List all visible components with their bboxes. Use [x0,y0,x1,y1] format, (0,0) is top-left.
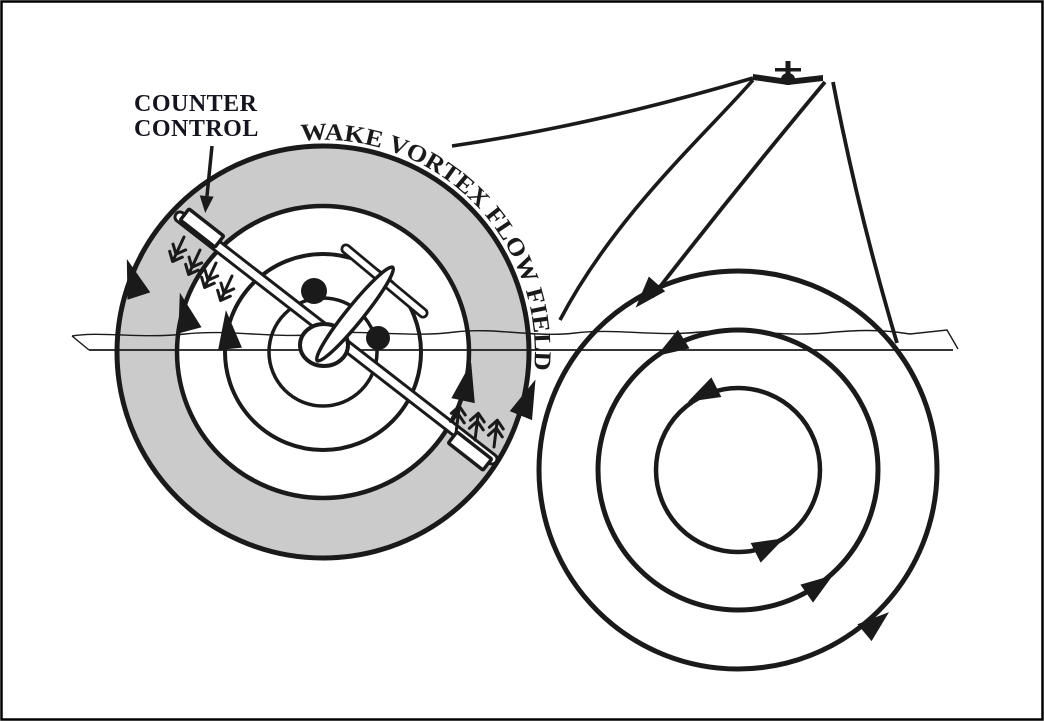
wake-trail-line-left-lower [558,78,755,321]
left-vortex-ring-inner-circle [174,203,472,501]
pointer-shaft [205,145,214,197]
counter-control-label-line2: CONTROL [134,116,259,142]
horizon-wavy-line [71,329,959,350]
wake-trail-line-left-upper [451,76,754,148]
left-vortex-outer-circle [114,143,532,561]
penetrating-aircraft-icon [173,207,499,472]
counter-control-pointer-arrow [198,145,214,214]
lower-aileron [447,430,493,472]
horizon-left-end [71,335,90,351]
aircraft-dot-left [301,278,327,304]
wake-vortex-flow-field-circles [114,143,532,561]
aircraft-propeller [314,265,396,363]
right-wake-vortex-circles [536,268,940,672]
aircraft-dot-right [366,326,390,350]
wake-trail-line-right-outer [831,81,899,344]
right-vortex-outer-circle [536,268,940,672]
right-vortex-middle-circle [595,327,881,613]
generating-aircraft-icon [753,61,823,85]
aircraft-fuselage [781,73,795,85]
wake-trail-line-right-inner [650,80,827,299]
right-vortex-inner-circle [653,385,823,555]
left-vortex-middle-circle [223,252,423,452]
counter-control-label-line1: COUNTER [134,91,258,117]
aircraft-stabilizer [775,68,801,72]
upper-aileron [179,207,225,249]
wake-trail-lines [451,76,899,344]
